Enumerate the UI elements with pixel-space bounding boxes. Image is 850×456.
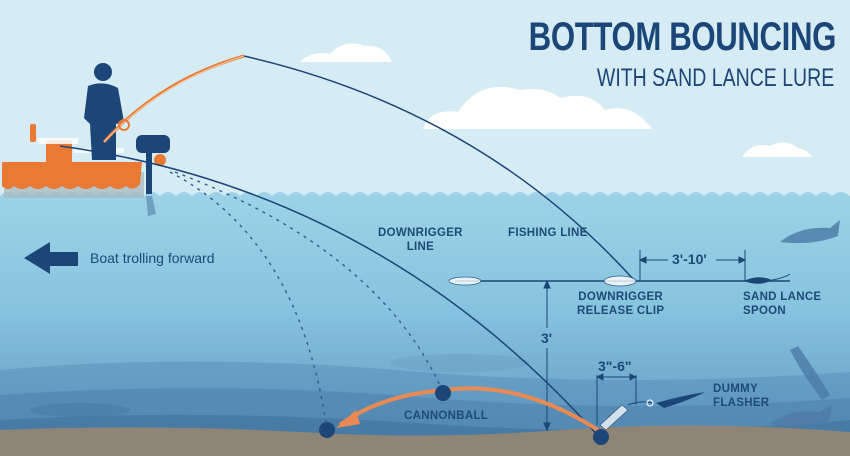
label-line-2: LINE bbox=[406, 241, 435, 253]
release-clip-label: DOWNRIGGER RELEASE CLIP bbox=[577, 290, 664, 318]
flasher-offset-dimension: 3"-6" bbox=[598, 358, 632, 374]
arrowhead-icon bbox=[336, 410, 360, 428]
dummy-flasher-label: DUMMY FLASHER bbox=[713, 382, 769, 410]
fishing-line-label: FISHING LINE bbox=[508, 227, 588, 239]
label-line-1: DOWNRIGGER bbox=[578, 291, 664, 303]
sand-lance-spoon bbox=[744, 277, 772, 284]
cannonball-trajectories bbox=[169, 171, 444, 431]
downrigger-line bbox=[59, 145, 601, 439]
seabed bbox=[0, 425, 850, 456]
arrow-left-icon bbox=[24, 242, 78, 274]
cannonball-left bbox=[319, 422, 335, 438]
clouds bbox=[300, 43, 812, 157]
dummy-flasher bbox=[599, 392, 705, 431]
diagram-title: BOTTOM BOUNCING bbox=[528, 15, 837, 59]
fisherman-silhouette bbox=[84, 63, 124, 160]
diagram-subtitle: WITH SAND LANCE LURE bbox=[596, 64, 834, 92]
label-line-2: SPOON bbox=[743, 305, 787, 317]
dimension-leader bbox=[638, 250, 747, 281]
cannonball-label: CANNONBALL bbox=[404, 410, 489, 422]
fishing-line bbox=[243, 55, 635, 281]
label-line-1: SAND LANCE bbox=[743, 291, 822, 303]
dimension-height bbox=[543, 279, 551, 432]
label-line-1: DUMMY bbox=[713, 383, 758, 395]
cannonball-mid bbox=[435, 385, 451, 401]
trolling-direction-label: Boat trolling forward bbox=[90, 250, 215, 266]
fish-silhouettes bbox=[770, 220, 840, 427]
label-line-1: DOWNRIGGER bbox=[378, 227, 463, 239]
leader-length-dimension: 3'-10' bbox=[672, 251, 707, 267]
reel-icon bbox=[118, 119, 130, 131]
downrigger-line-label: DOWNRIGGER LINE bbox=[378, 226, 463, 254]
height-dimension: 3' bbox=[541, 330, 553, 346]
sand-lance-spoon-label: SAND LANCE SPOON bbox=[743, 290, 821, 318]
cannonball-bottom bbox=[593, 429, 609, 445]
release-clips bbox=[448, 275, 637, 287]
dimension-flasher bbox=[595, 373, 638, 425]
boat bbox=[2, 124, 170, 216]
label-line-2: FLASHER bbox=[713, 397, 770, 409]
sky bbox=[0, 0, 850, 200]
label-line-2: RELEASE CLIP bbox=[577, 305, 665, 317]
